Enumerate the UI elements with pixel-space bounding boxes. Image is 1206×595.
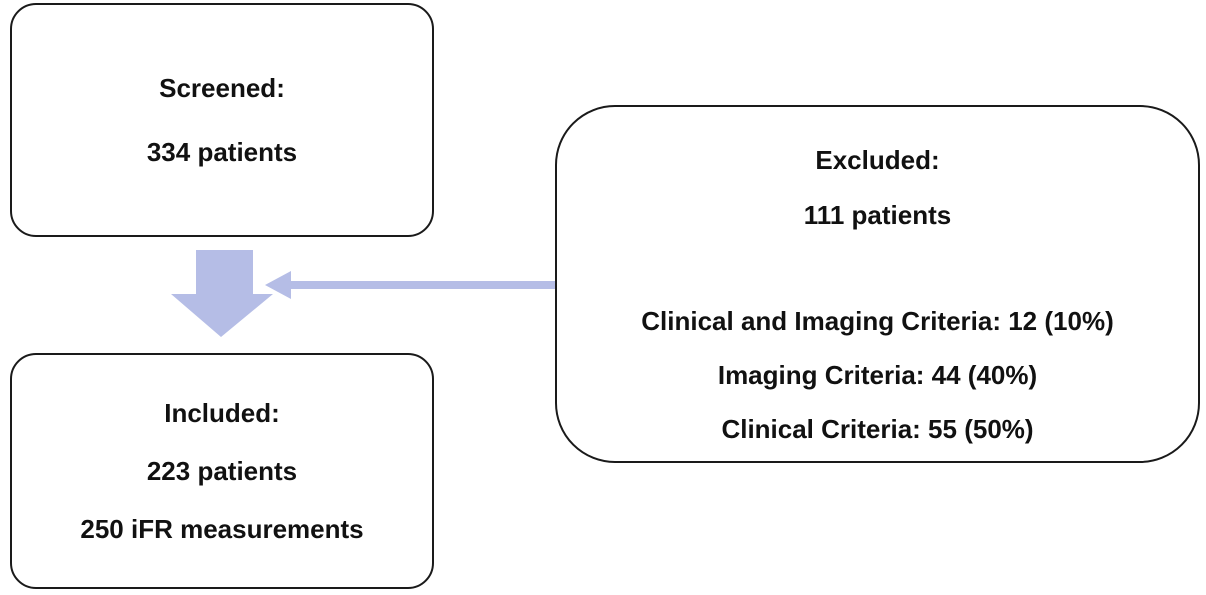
excluded-criteria-imaging: Imaging Criteria: 44 (40%) (717, 360, 1038, 390)
screened-box: Screened: 334 patients (10, 3, 434, 237)
included-box: Included: 223 patients 250 iFR measureme… (10, 353, 434, 589)
exclusion-arrow-shaft (286, 281, 556, 289)
excluded-criteria-clinical-imaging: Clinical and Imaging Criteria: 12 (10%) (641, 306, 1114, 336)
included-heading: Included: (164, 398, 280, 428)
excluded-patients: 111 patients (803, 200, 952, 230)
excluded-box: Excluded: 111 patients Clinical and Imag… (555, 105, 1200, 463)
excluded-heading: Excluded: (815, 145, 940, 175)
included-patients: 223 patients (146, 456, 298, 486)
screened-patients: 334 patients (146, 137, 298, 167)
included-measurements: 250 iFR measurements (80, 514, 364, 544)
exclusion-arrow-head (265, 271, 291, 299)
down-arrow (171, 250, 273, 337)
excluded-criteria-clinical: Clinical Criteria: 55 (50%) (721, 414, 1034, 444)
screened-heading: Screened: (159, 73, 285, 103)
